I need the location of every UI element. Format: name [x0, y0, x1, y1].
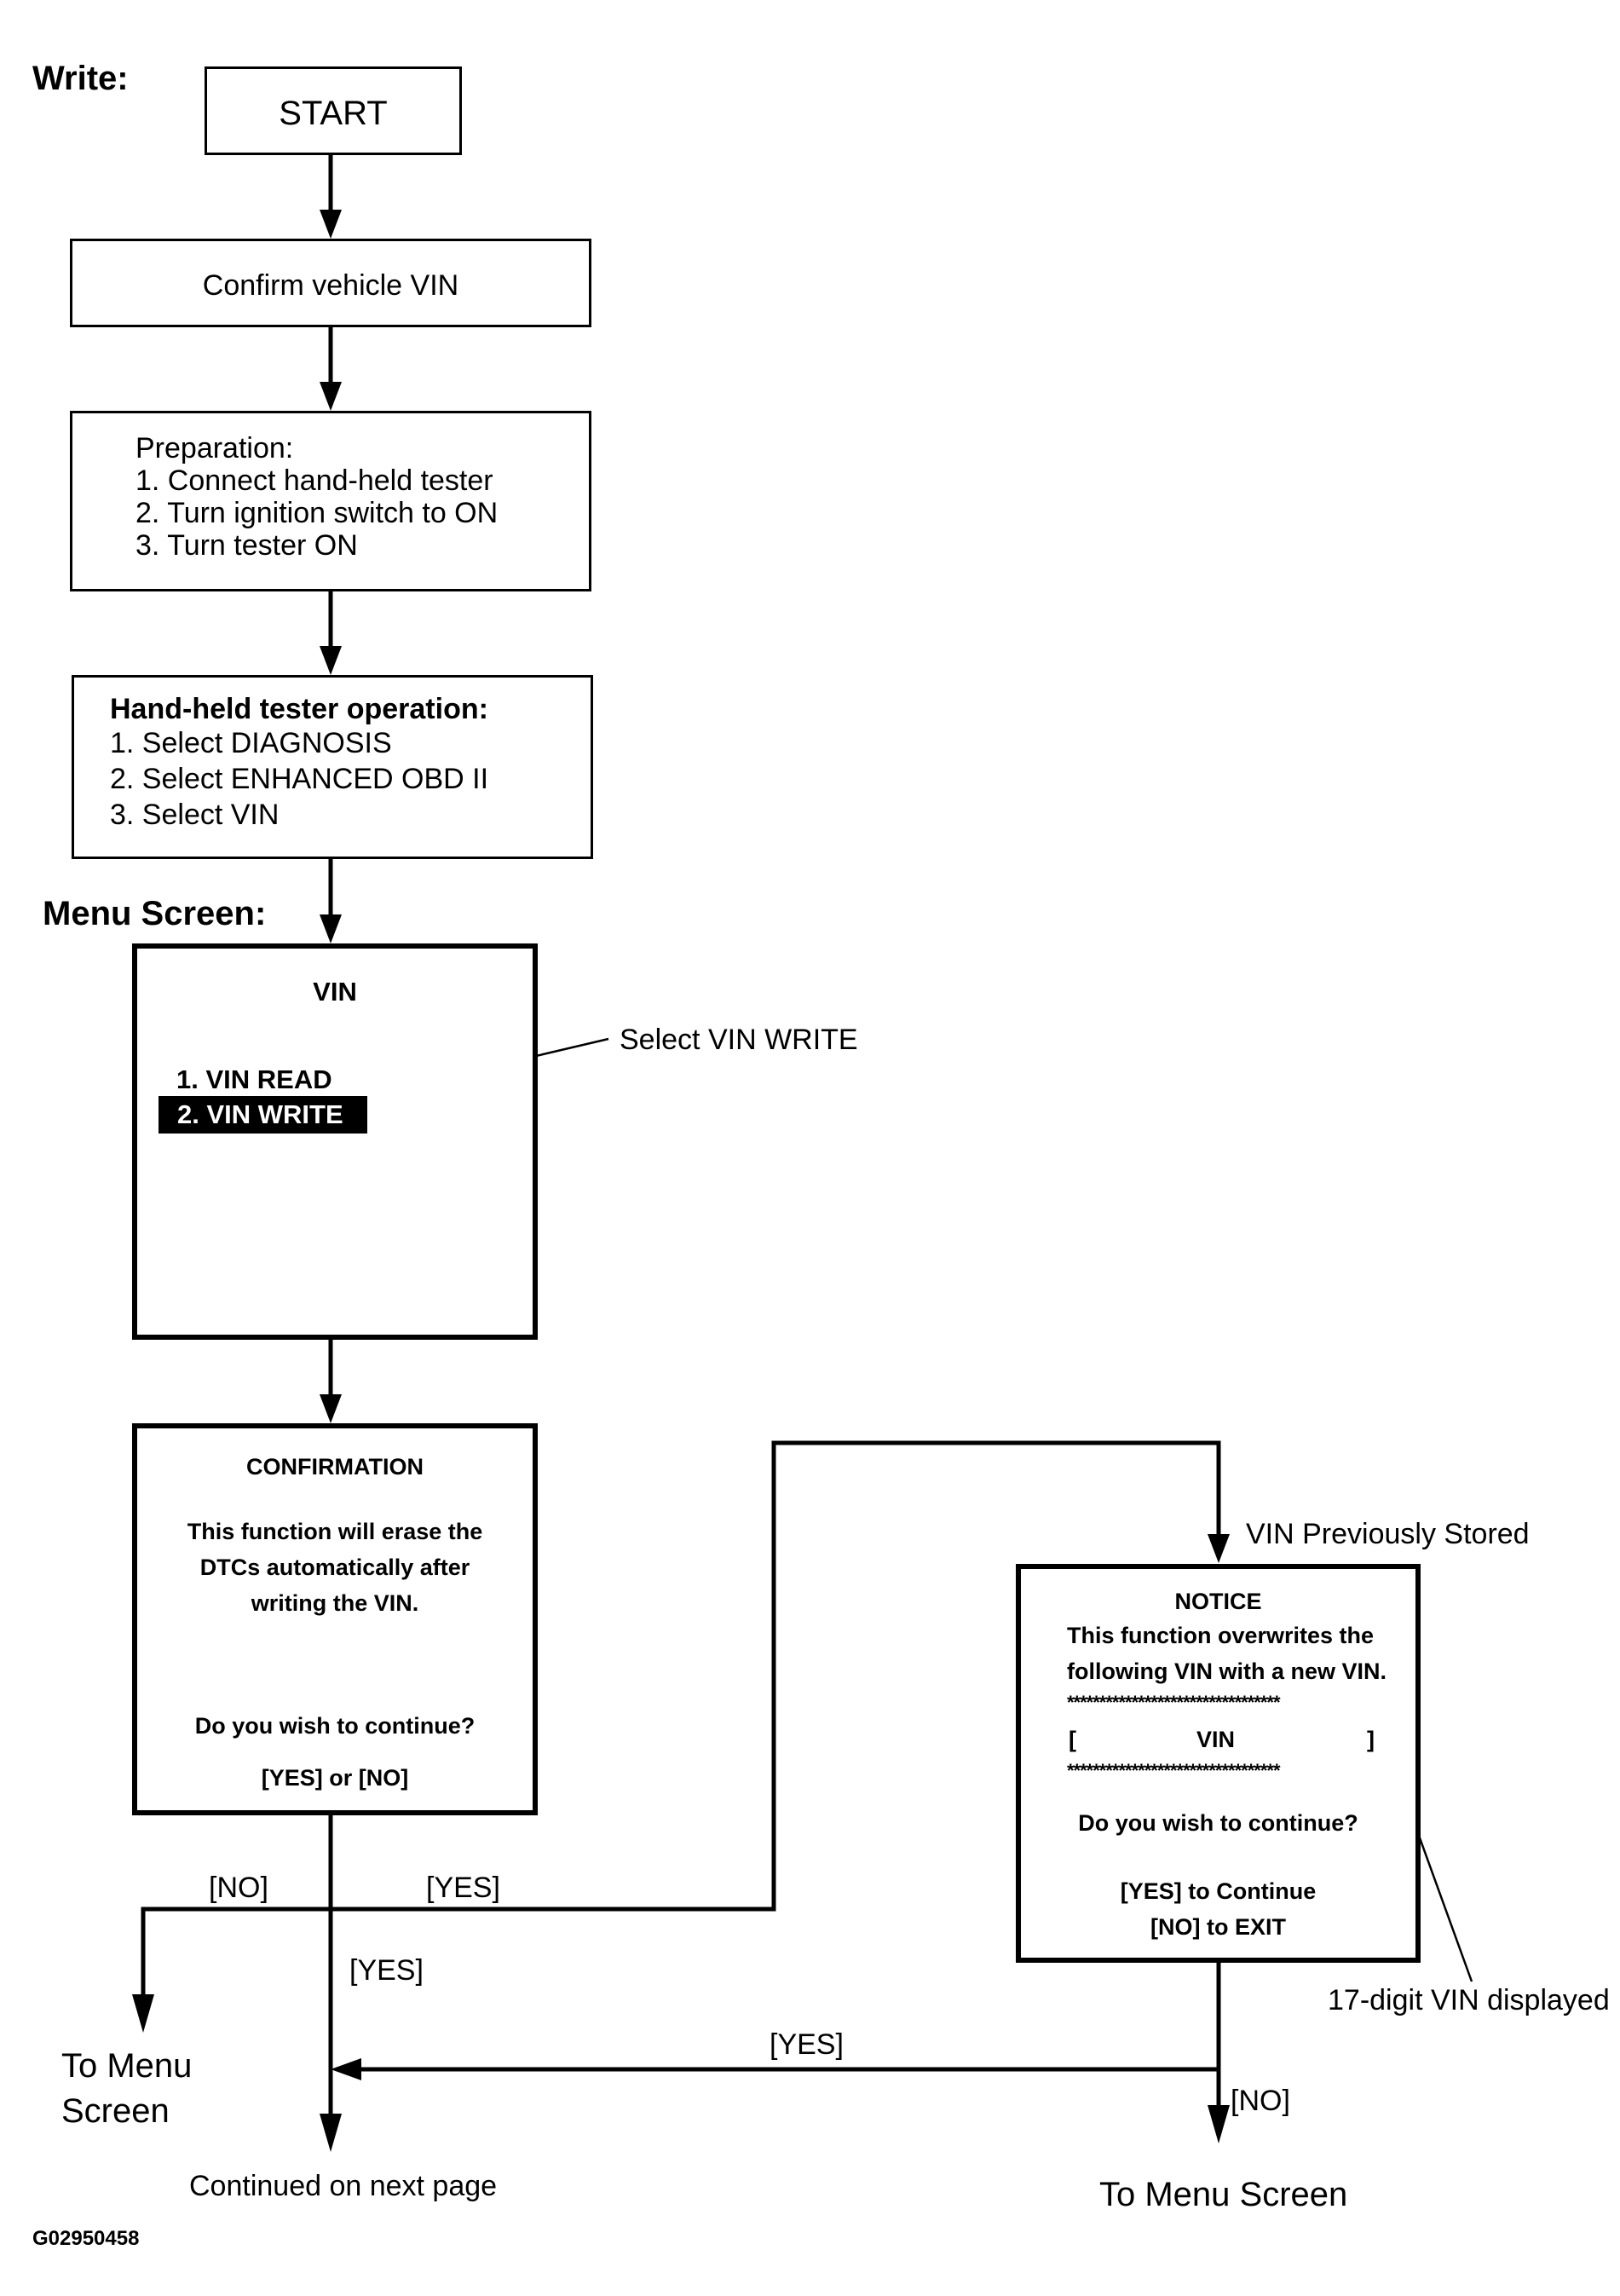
- tester-operation-box: Hand-held tester operation: 1. Select DI…: [72, 675, 593, 859]
- notice-no-option: [NO] to EXIT: [1150, 1914, 1286, 1940]
- branch-label-yes: [YES]: [349, 1954, 424, 1987]
- arrowhead-confirm-prep: [320, 382, 342, 411]
- tester-operation-step: 1. Select DIAGNOSIS: [110, 727, 392, 759]
- arrowhead-yes-back: [331, 2058, 361, 2080]
- arrowhead-to-menu-left: [132, 1994, 154, 2033]
- vin-menu-item-write: 2. VIN WRITE: [159, 1096, 367, 1134]
- notice-message-line: following VIN with a new VIN.: [1067, 1659, 1387, 1684]
- vin-menu-item-read: 1. VIN READ: [176, 1064, 332, 1094]
- confirmation-title: CONFIRMATION: [246, 1454, 424, 1480]
- confirmation-options: [YES] or [NO]: [261, 1765, 409, 1791]
- heading-write: Write:: [32, 60, 129, 97]
- notice-yes-option: [YES] to Continue: [1120, 1878, 1317, 1904]
- confirmation-screen: CONFIRMATION This function will erase th…: [132, 1423, 538, 1815]
- vin-menu-screen: VIN 1. VIN READ 2. VIN WRITE: [132, 943, 538, 1340]
- notice-bracket-open: [: [1069, 1727, 1076, 1752]
- branch-label-no: [NO]: [209, 1872, 268, 1904]
- confirmation-question: Do you wish to continue?: [194, 1713, 476, 1739]
- heading-menu-screen: Menu Screen:: [43, 895, 267, 932]
- preparation-step: 1. Connect hand-held tester: [135, 464, 493, 497]
- arrowhead-tester-menu: [320, 914, 342, 943]
- vin-menu-title: VIN: [313, 977, 357, 1007]
- arrowhead-to-menu-right: [1208, 2105, 1230, 2143]
- arrow-yes-to-notice: [331, 1440, 1221, 1912]
- confirm-vin-label: Confirm vehicle VIN: [202, 269, 459, 302]
- to-menu-screen-left: To Menu: [61, 2047, 193, 2085]
- notice-message-line: This function overwrites the: [1067, 1623, 1375, 1648]
- arrowhead-notice: [1208, 1534, 1230, 1563]
- vin-previously-stored-label: VIN Previously Stored: [1246, 1518, 1530, 1550]
- preparation-box: Preparation: 1. Connect hand-held tester…: [70, 411, 591, 591]
- 17-digit-vin-callout: 17-digit VIN displayed: [1328, 1984, 1610, 2016]
- notice-bracket-close: ]: [1367, 1727, 1375, 1752]
- preparation-step: 3. Turn tester ON: [135, 529, 358, 562]
- notice-stars-bottom: *********************************: [1067, 1760, 1281, 1781]
- vin-write-callout: Select VIN WRITE: [620, 1024, 858, 1056]
- confirmation-message-line: This function will erase the: [187, 1519, 483, 1544]
- to-menu-screen-left: Screen: [61, 2092, 170, 2130]
- notice-question: Do you wish to continue?: [1078, 1810, 1358, 1836]
- preparation-step: 2. Turn ignition switch to ON: [135, 497, 499, 529]
- arrowhead-prep-tester: [320, 646, 342, 675]
- branch-label-yes: [YES]: [770, 2028, 844, 2061]
- confirmation-message-line: writing the VIN.: [251, 1590, 419, 1616]
- arrowhead-start-confirm: [320, 210, 342, 239]
- tester-operation-title: Hand-held tester operation:: [110, 693, 488, 725]
- notice-screen: NOTICE This function overwrites the foll…: [1016, 1564, 1421, 1963]
- notice-stars-top: *********************************: [1067, 1692, 1281, 1713]
- start-box: START: [205, 66, 462, 155]
- arrowhead-menu-confirmation: [320, 1394, 342, 1423]
- notice-vin-field: VIN: [1196, 1727, 1236, 1752]
- start-label: START: [279, 95, 388, 132]
- tester-operation-step: 3. Select VIN: [110, 799, 280, 831]
- arrowhead-continue: [320, 2114, 342, 2152]
- to-menu-screen-right: To Menu Screen: [1099, 2176, 1348, 2213]
- confirmation-message-line: DTCs automatically after: [199, 1555, 470, 1580]
- notice-title: NOTICE: [1174, 1589, 1262, 1614]
- figure-id: G02950458: [32, 2227, 140, 2250]
- confirm-vin-box: Confirm vehicle VIN: [70, 239, 591, 327]
- branch-label-yes: [YES]: [426, 1872, 500, 1904]
- preparation-title: Preparation:: [135, 432, 294, 464]
- branch-label-no: [NO]: [1231, 2085, 1290, 2117]
- arrow-no-to-menu: [141, 1907, 331, 2003]
- tester-operation-step: 2. Select ENHANCED OBD II: [110, 763, 489, 795]
- continued-on-next-page: Continued on next page: [189, 2170, 498, 2202]
